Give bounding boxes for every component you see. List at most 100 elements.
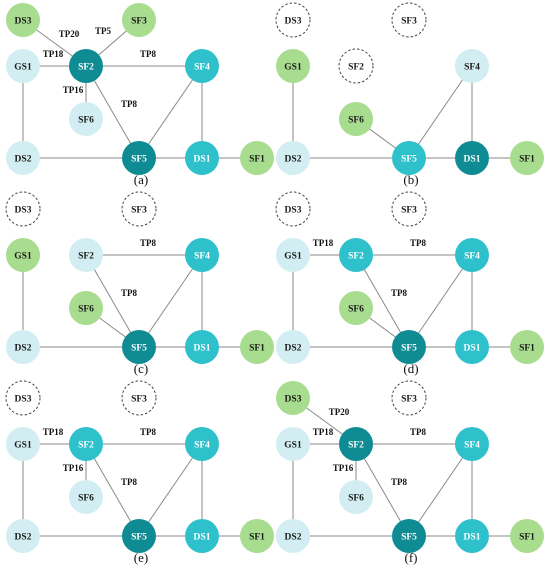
node-sf6 <box>69 480 103 514</box>
edge-label: TP18 <box>43 49 64 59</box>
node-label: SF5 <box>131 344 147 354</box>
edge-sf2-sf5 <box>355 254 410 348</box>
node-sf2 <box>338 48 374 84</box>
node-sf4 <box>455 238 489 272</box>
node-ds2 <box>6 519 40 553</box>
node-ds3 <box>5 191 41 227</box>
node-sf6 <box>69 291 103 325</box>
node-label: GS1 <box>14 441 32 451</box>
node-ds1 <box>185 519 219 553</box>
node-ds3 <box>5 380 41 416</box>
node-gs1 <box>6 238 40 272</box>
edge-label: TP8 <box>140 238 157 248</box>
edge-sf2-sf5 <box>85 254 140 348</box>
node-ds2 <box>6 141 40 175</box>
node-label: SF1 <box>249 344 265 354</box>
node-label: SF4 <box>464 252 480 262</box>
node-sf6 <box>339 102 373 136</box>
edge-label: TP18 <box>313 427 334 437</box>
node-label: DS1 <box>194 533 211 543</box>
edge-label: TP16 <box>333 463 354 473</box>
node-label: SF3 <box>131 17 147 27</box>
node-gs1 <box>6 427 40 461</box>
node-sf5 <box>392 519 426 553</box>
node-sf2 <box>339 427 373 461</box>
node-label: DS3 <box>15 395 32 405</box>
node-label: SF6 <box>78 116 94 126</box>
edge-label: TP8 <box>121 99 138 109</box>
node-sf5 <box>122 330 156 364</box>
edge-label: TP8 <box>410 238 427 248</box>
node-label: GS1 <box>14 63 32 73</box>
panel-label: (d) <box>403 361 418 376</box>
edge-label: TP5 <box>95 26 112 36</box>
node-label: DS2 <box>285 344 302 354</box>
edge-label: TP20 <box>59 29 80 39</box>
node-label: GS1 <box>284 252 302 262</box>
node-label: DS2 <box>15 155 32 165</box>
node-ds3 <box>6 3 40 37</box>
node-sf1 <box>510 519 544 553</box>
node-label: SF5 <box>131 155 147 165</box>
node-label: DS1 <box>464 155 481 165</box>
node-label: SF5 <box>401 533 417 543</box>
node-ds1 <box>455 519 489 553</box>
panel-label: (e) <box>134 550 148 565</box>
node-label: DS3 <box>15 206 32 216</box>
node-sf4 <box>455 427 489 461</box>
node-label: SF4 <box>194 63 210 73</box>
edge-sf4-sf5 <box>408 443 473 537</box>
node-label: SF1 <box>519 155 535 165</box>
node-label: SF3 <box>401 395 417 405</box>
node-sf4 <box>185 49 219 83</box>
node-label: SF4 <box>194 441 210 451</box>
node-gs1 <box>276 427 310 461</box>
node-label: SF2 <box>78 252 94 262</box>
node-label: SF1 <box>249 533 265 543</box>
node-label: SF4 <box>194 252 210 262</box>
node-ds2 <box>276 519 310 553</box>
node-sf3 <box>122 3 156 37</box>
node-label: SF4 <box>464 63 480 73</box>
edge-label: TP16 <box>63 85 84 95</box>
node-sf4 <box>185 427 219 461</box>
node-ds1 <box>455 330 489 364</box>
edge-sf4-sf5 <box>138 254 203 348</box>
edge-sf4-sf5 <box>138 443 203 537</box>
edge-label: TP18 <box>313 238 334 248</box>
node-sf1 <box>240 330 274 364</box>
node-label: SF5 <box>401 155 417 165</box>
node-sf5 <box>122 141 156 175</box>
edge-sf4-sf5 <box>138 65 203 159</box>
node-sf3 <box>391 2 427 38</box>
edge-label: TP20 <box>329 407 350 417</box>
node-sf3 <box>391 191 427 227</box>
node-label: SF1 <box>249 155 265 165</box>
node-sf5 <box>392 141 426 175</box>
node-gs1 <box>276 49 310 83</box>
node-sf6 <box>339 480 373 514</box>
node-sf2 <box>69 49 103 83</box>
node-sf1 <box>510 330 544 364</box>
node-label: GS1 <box>14 252 32 262</box>
edge-label: TP16 <box>63 463 84 473</box>
node-label: DS3 <box>15 17 32 27</box>
node-label: DS3 <box>285 206 302 216</box>
node-ds3 <box>275 2 311 38</box>
node-label: SF3 <box>401 206 417 216</box>
edge-label: TP8 <box>121 477 138 487</box>
panel-label: (a) <box>134 172 148 187</box>
node-sf3 <box>391 380 427 416</box>
node-ds1 <box>185 330 219 364</box>
node-label: SF5 <box>401 344 417 354</box>
node-label: GS1 <box>284 63 302 73</box>
node-label: SF2 <box>348 63 364 73</box>
edge-sf2-sf5 <box>85 443 140 537</box>
node-label: SF3 <box>131 395 147 405</box>
